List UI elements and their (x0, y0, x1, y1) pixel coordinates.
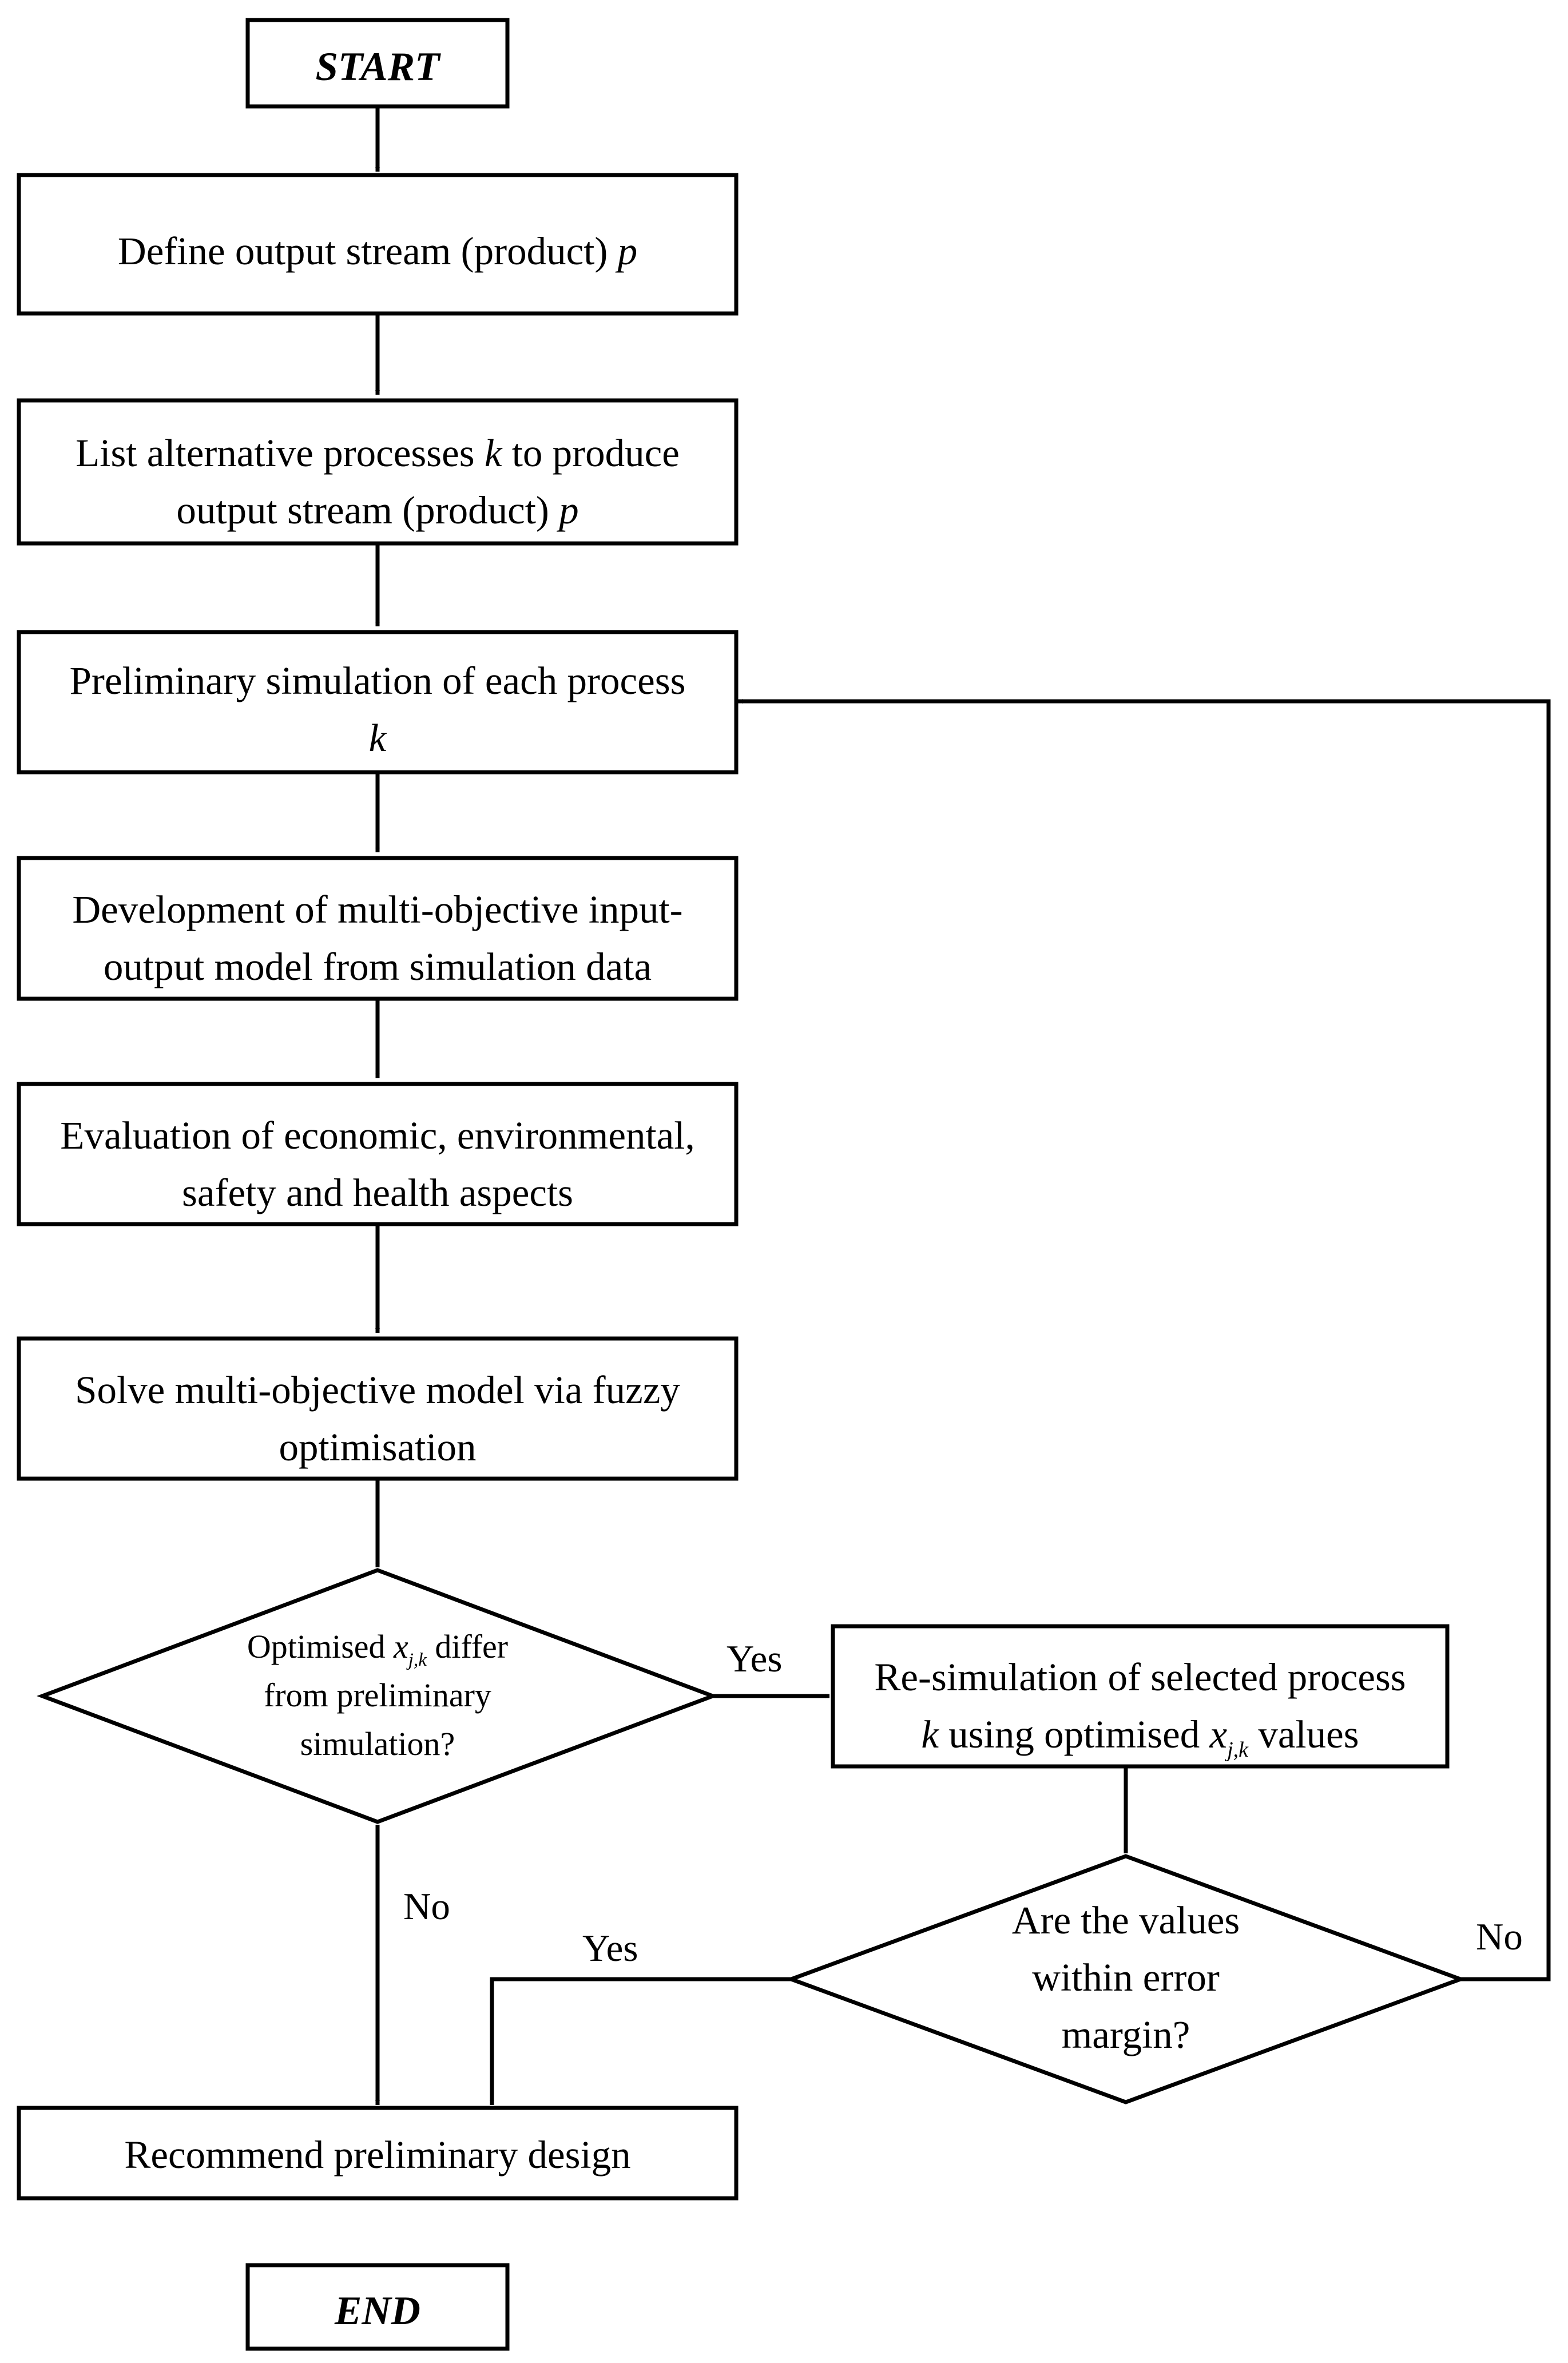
step-resimulation: Re-simulation of selected process k usin… (831, 1624, 1450, 1769)
decision-optimised-differ-line1: Optimised xj,k differ (247, 1628, 508, 1670)
decision1-no-label: No (403, 1885, 450, 1928)
end-terminal: END (245, 2263, 510, 2351)
step-solve-fuzzy-optimisation: Solve multi-objective model via fuzzy op… (17, 1336, 739, 1481)
decision-optimised-differ-line2: from preliminary (264, 1677, 491, 1714)
arrow-decision2-no-loop-to-step3 (738, 699, 1551, 1981)
decision2-no-label: No (1476, 1916, 1523, 1958)
arrow-decision2-yes-to-recommend (490, 1977, 791, 2105)
step-solve-fuzzy-optimisation-line2: optimisation (279, 1425, 477, 1469)
decision1-yes-label: Yes (727, 1638, 783, 1680)
step-development-io-model-line1: Development of multi-objective input- (72, 888, 682, 931)
decision2-yes-label: Yes (582, 1927, 638, 1969)
step-define-output-stream-text: Define output stream (product) p (118, 229, 637, 273)
step-list-alternative-processes-line2: output stream (product) p (176, 489, 578, 532)
decision-within-error-margin-line1: Are the values (1012, 1899, 1240, 1942)
step-solve-fuzzy-optimisation-line1: Solve multi-objective model via fuzzy (75, 1368, 680, 1412)
decision-within-error-margin-line3: margin? (1062, 2013, 1190, 2056)
step-resimulation-line1: Re-simulation of selected process (874, 1655, 1406, 1699)
step-evaluation-aspects-line2: safety and health aspects (182, 1171, 573, 1214)
step-recommend-design: Recommend preliminary design (17, 2106, 739, 2201)
step-development-io-model: Development of multi-objective input- ou… (17, 856, 739, 1001)
step-define-output-stream: Define output stream (product) p (17, 173, 739, 316)
step-development-io-model-line2: output model from simulation data (104, 945, 652, 988)
decision-optimised-differ: Optimised xj,k differ from preliminary s… (37, 1568, 718, 1824)
step-list-alternative-processes-line1: List alternative processes k to produce (76, 431, 680, 475)
step-recommend-design-text: Recommend preliminary design (124, 2133, 630, 2177)
step-evaluation-aspects: Evaluation of economic, environmental, s… (17, 1082, 739, 1226)
connectors (375, 106, 1551, 2105)
decision-within-error-margin-line2: within error (1032, 1956, 1220, 1999)
decision-optimised-differ-line3: simulation? (300, 1725, 455, 1762)
start-terminal: START (245, 18, 510, 109)
step-resimulation-line2: k using optimised xj,k values (921, 1713, 1359, 1762)
step-preliminary-simulation: Preliminary simulation of each process k (17, 630, 739, 775)
step-evaluation-aspects-line1: Evaluation of economic, environmental, (60, 1114, 694, 1157)
step-preliminary-simulation-line1: Preliminary simulation of each process (70, 659, 686, 702)
step-list-alternative-processes: List alternative processes k to produce … (17, 398, 739, 546)
end-label: END (334, 2289, 420, 2333)
decision-within-error-margin: Are the values within error margin? (785, 1854, 1467, 2104)
start-label: START (315, 45, 441, 89)
step-preliminary-simulation-line2: k (369, 716, 387, 760)
